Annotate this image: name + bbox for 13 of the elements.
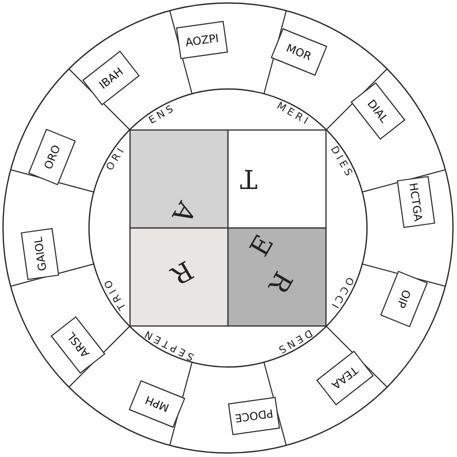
ring-box: GAIOL bbox=[20, 228, 60, 280]
ring-box: OIP bbox=[380, 270, 428, 328]
letter-label: T bbox=[240, 163, 257, 193]
ring-box: ORO bbox=[28, 128, 76, 186]
letter-label: A bbox=[165, 196, 201, 228]
ring-box: HCTGA bbox=[396, 176, 436, 228]
letter-label: E bbox=[244, 230, 280, 262]
ring-box: MOR bbox=[270, 28, 328, 76]
ring-box: MPH bbox=[128, 380, 186, 428]
ring-box: PDOCE bbox=[228, 396, 280, 436]
ring-box: AOZPI bbox=[176, 20, 228, 60]
letter-label: R bbox=[166, 254, 198, 290]
letter-label: R bbox=[262, 266, 298, 298]
